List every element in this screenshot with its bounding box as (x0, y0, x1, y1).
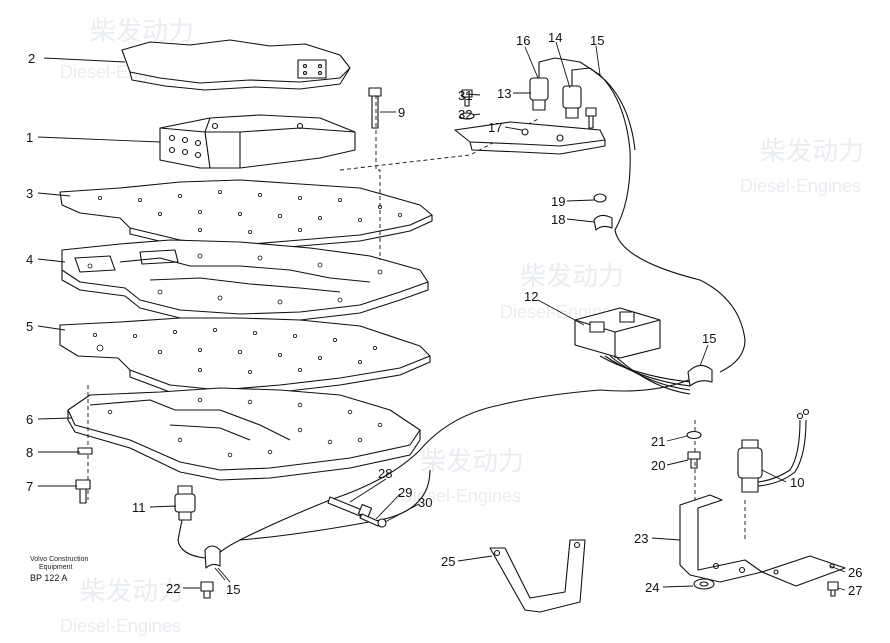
callout-27: 27 (848, 583, 862, 598)
callout-28: 28 (378, 466, 392, 481)
part-bracket-23 (679, 494, 763, 583)
callout-3: 3 (26, 186, 33, 201)
part-valve-body (61, 239, 429, 323)
callout-19: 19 (551, 194, 565, 209)
part-clip-18 (593, 193, 613, 231)
callout-30: 30 (418, 495, 432, 510)
part-washer-24 (693, 578, 715, 590)
callout-4: 4 (26, 252, 33, 267)
callout-8: 8 (26, 445, 33, 460)
part-base-plate (67, 387, 421, 481)
part-nut-8 (77, 447, 93, 455)
part-sensor-13-left (529, 57, 601, 111)
callout-15-right: 15 (702, 331, 716, 346)
part-cover (121, 39, 351, 91)
part-plate-upper (59, 179, 433, 252)
callout-10: 10 (790, 475, 804, 490)
callout-26: 26 (848, 565, 862, 580)
part-connector-12 (574, 307, 691, 395)
callout-6: 6 (26, 412, 33, 427)
part-bolt-9 (368, 87, 382, 129)
callout-32: 32 (458, 107, 472, 122)
watermark-cn: 柴发动力 (90, 16, 194, 46)
watermark-cn: 柴发动力 (80, 576, 184, 606)
watermark-cn: 柴发动力 (520, 261, 624, 291)
callout-layer: 2 1 3 4 5 6 8 7 9 31 32 17 13 16 14 15 1… (26, 30, 862, 598)
callout-15-top: 15 (590, 33, 604, 48)
callout-7: 7 (26, 479, 33, 494)
callout-29: 29 (398, 485, 412, 500)
part-valve-block (159, 114, 356, 169)
watermark-cn: 柴发动力 (760, 136, 864, 166)
callout-20: 20 (651, 458, 665, 473)
part-screw-22 (200, 581, 214, 599)
callout-18: 18 (551, 212, 565, 227)
callout-13-top: 13 (497, 86, 511, 101)
part-clip-15-right (687, 364, 713, 387)
part-sensor-11 (174, 485, 196, 521)
callout-14: 14 (548, 30, 562, 45)
part-screw-small (585, 107, 597, 129)
part-bolt-28 (327, 496, 373, 519)
watermark-cn: 柴发动力 (420, 446, 524, 476)
callout-25: 25 (441, 554, 455, 569)
callout-31: 31 (458, 88, 472, 103)
callout-21: 21 (651, 434, 665, 449)
callout-9: 9 (398, 105, 405, 120)
part-screw-31 (459, 89, 475, 120)
part-screw-20 (686, 430, 702, 469)
part-clip-15-lower (204, 545, 221, 569)
callout-17: 17 (488, 120, 502, 135)
part-bolt-7 (75, 479, 91, 504)
watermark-en: Diesel-Engines (400, 486, 521, 506)
callout-23: 23 (634, 531, 648, 546)
callout-1: 1 (26, 130, 33, 145)
part-bracket-17 (454, 121, 606, 155)
watermark-en: Diesel-Engines (60, 616, 181, 636)
callout-12: 12 (524, 289, 538, 304)
part-sensor-10 (737, 408, 810, 493)
callout-15-lower: 15 (226, 582, 240, 597)
watermark-layer: 柴发动力 Diesel-Engines 柴发动力 Diesel-Engines … (60, 16, 864, 636)
footnote-line1: Volvo Construction (30, 556, 88, 563)
callout-24: 24 (645, 580, 659, 595)
callout-5: 5 (26, 319, 33, 334)
callout-16: 16 (516, 33, 530, 48)
leader-lines (37, 41, 846, 591)
part-bracket-25 (489, 539, 586, 613)
footnote-line2: Equipment (39, 564, 73, 571)
part-screw-29 (359, 513, 387, 528)
callout-11: 11 (132, 500, 146, 515)
part-screw-27 (827, 581, 839, 597)
part-plate-lower (59, 317, 431, 398)
footnote: Volvo Construction Equipment BP 122 A (30, 556, 88, 583)
part-sensor-13-right (562, 67, 606, 119)
watermark-en: Diesel-Engines (740, 176, 861, 196)
callout-22: 22 (166, 581, 180, 596)
callout-2: 2 (28, 51, 35, 66)
footnote-code: BP 122 A (30, 573, 67, 583)
